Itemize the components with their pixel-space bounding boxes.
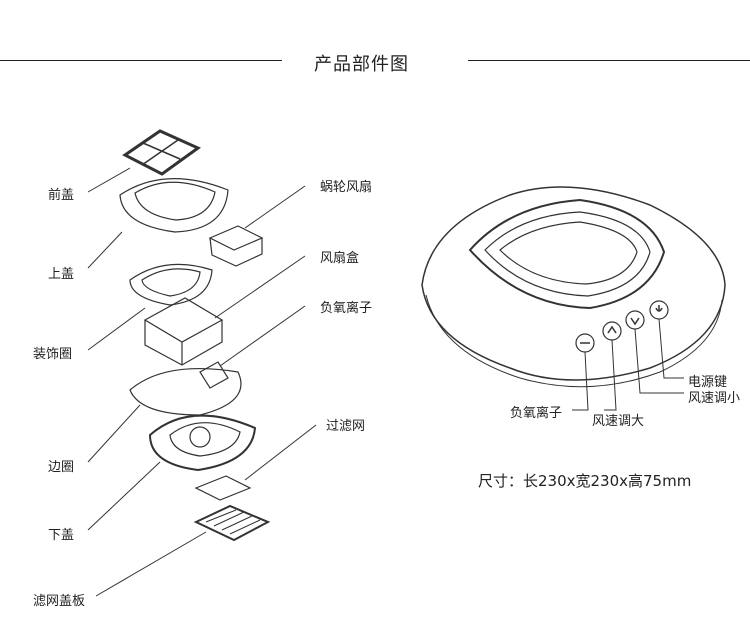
dimensions-text: 尺寸：长230x宽230x高75mm	[478, 472, 692, 490]
edge-ring-part	[129, 361, 242, 416]
diagram-title: 产品部件图	[314, 54, 409, 75]
label-speed-up-button: 风速调大	[592, 414, 645, 429]
label-edge-ring: 边圈	[48, 460, 75, 475]
label-decor-ring: 装饰圈	[33, 347, 73, 362]
label-ion: 负氧离子	[320, 301, 373, 316]
assembled-purifier	[421, 186, 726, 411]
label-fan-box: 风扇盒	[320, 251, 360, 266]
front-cover-part	[122, 129, 201, 176]
turbo-fan-part	[208, 225, 264, 267]
filter-part	[194, 475, 252, 501]
lower-cover-part	[148, 414, 257, 472]
label-filter: 过滤网	[326, 419, 366, 434]
filter-cover-part	[193, 504, 271, 542]
decor-ring-part	[129, 263, 213, 306]
title-line-right	[468, 60, 750, 61]
fan-box-part	[143, 297, 224, 366]
title-line-left	[0, 60, 282, 61]
label-turbo-fan: 蜗轮风扇	[320, 180, 373, 195]
label-lower-cover: 下盖	[48, 528, 75, 543]
label-filter-cover: 滤网盖板	[33, 594, 86, 609]
label-power-button: 电源键	[688, 375, 728, 390]
upper-cover-part	[119, 178, 229, 233]
label-front-cover: 前盖	[48, 188, 75, 203]
label-ion-button: 负氧离子	[510, 406, 563, 421]
label-upper-cover: 上盖	[48, 267, 75, 282]
label-speed-down-button: 风速调小	[688, 391, 741, 406]
